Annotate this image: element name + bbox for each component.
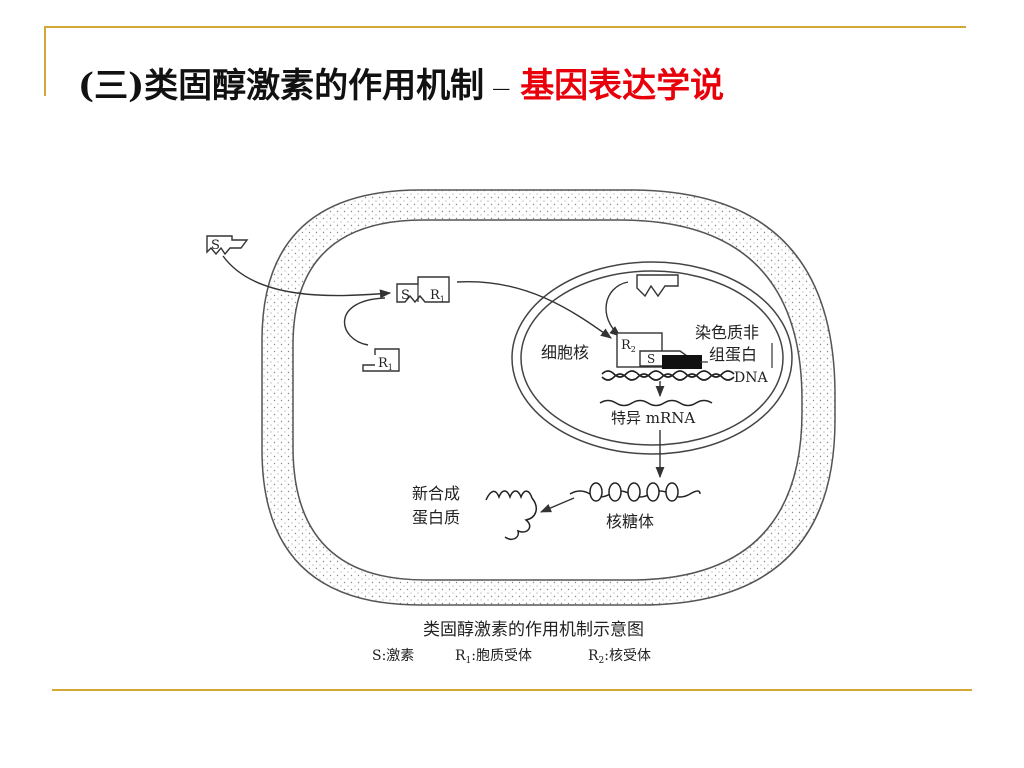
left-rule <box>44 26 46 96</box>
new-protein-coil <box>485 490 537 540</box>
complex-r1-label: R1 <box>430 288 445 304</box>
protein-label-2: 蛋白质 <box>412 508 460 527</box>
legend-r2: R2:核受体 <box>588 648 651 666</box>
chromatin-label-2: 组蛋白 <box>709 345 757 364</box>
receptor-r2-label: R2 <box>621 338 636 354</box>
receptor-r2-free-icon <box>636 274 679 298</box>
hormone-s-label: S <box>211 238 220 253</box>
figure-caption: 类固醇激素的作用机制示意图 <box>423 620 644 640</box>
nonhistone-protein-block <box>662 355 702 369</box>
s-r1-complex-icon <box>396 276 450 304</box>
translation-arrow <box>539 497 575 513</box>
top-rule <box>44 26 966 28</box>
dna-label: DNA <box>734 370 768 386</box>
mrna-label: 特异 mRNA <box>611 409 695 427</box>
hormone-s-icon <box>206 235 249 256</box>
complex-to-nucleus-arrow <box>456 280 612 339</box>
title-main: (三)类固醇激素的作用机制 <box>78 66 485 106</box>
nucleus-label: 细胞核 <box>541 343 589 362</box>
title-subtitle: 基因表达学说 <box>520 66 725 106</box>
receptor-r1-icon <box>362 348 400 372</box>
cell-membrane <box>261 189 836 606</box>
bottom-rule <box>52 689 972 691</box>
dna-strand-a <box>601 370 735 378</box>
r2-binding-arrow <box>605 281 629 337</box>
nuclear-s-label: S <box>647 352 655 366</box>
receptor-r1-label: R1 <box>378 356 393 372</box>
protein-label-1: 新合成 <box>412 484 460 503</box>
nucleus-inner-envelope <box>520 270 784 446</box>
hormone-entry-arrow <box>222 255 392 299</box>
nucleus-outer-envelope <box>511 261 793 455</box>
slide-title: (三)类固醇激素的作用机制 — 基因表达学说 <box>78 58 724 107</box>
mrna-strand <box>599 399 713 407</box>
title-dash: — <box>492 77 511 99</box>
legend-r1: R1:胞质受体 <box>455 648 532 666</box>
complex-s-label: S <box>401 288 410 303</box>
r1-binding-arrow <box>343 297 386 346</box>
ribosome-icon <box>589 482 679 502</box>
dna-strand-b <box>601 373 735 381</box>
legend-s: S:激素 <box>372 647 414 664</box>
chromatin-label-1: 染色质非 <box>695 323 759 342</box>
ribosome-label: 核糖体 <box>606 512 654 531</box>
